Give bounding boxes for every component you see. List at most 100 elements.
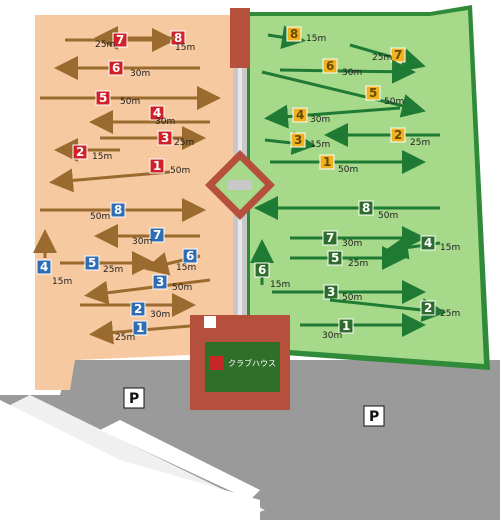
- left-hole-2-number: 7: [116, 33, 124, 47]
- left-hole-1-distance: 15m: [175, 43, 195, 53]
- road-stripe: [0, 395, 265, 520]
- right-hole-10-distance: 30m: [342, 239, 362, 249]
- parking-sign-left: [123, 387, 145, 409]
- road-stripe-2: [100, 420, 260, 500]
- left-hole-9-number: 8: [114, 203, 122, 217]
- right-hole-3-marker: [322, 58, 338, 74]
- top-gate: [230, 8, 250, 68]
- right-hole-7-marker: [390, 127, 406, 143]
- left-hole-3-number: 6: [112, 61, 120, 75]
- right-hole-14-number: 3: [327, 285, 335, 299]
- left-hole-16-number: 1: [136, 321, 144, 335]
- left-hole-4-number: 5: [99, 91, 107, 105]
- right-hole-16-number: 1: [342, 319, 350, 333]
- left-hole-9-marker: [110, 202, 126, 218]
- left-hole-14-distance: 50m: [172, 283, 192, 293]
- left-hole-9-distance: 50m: [90, 212, 110, 222]
- left-hole-5-marker: [149, 105, 165, 121]
- left-hole-7-number: 2: [76, 145, 84, 159]
- left-hole-2-distance: 25m: [95, 40, 115, 50]
- left-hole-13-distance: 15m: [52, 277, 72, 287]
- left-hole-16-distance: 25m: [115, 333, 135, 343]
- left-hole-8-arrow: [49, 168, 171, 193]
- left-hole-15-distance: 30m: [150, 310, 170, 320]
- right-hole-4-arrow: [261, 70, 426, 118]
- left-hole-2-marker: [112, 32, 128, 48]
- right-hole-10-marker: [322, 230, 338, 246]
- right-hole-16-distance: 30m: [322, 331, 342, 341]
- left-hole-8-distance: 50m: [170, 166, 190, 176]
- right-hole-15-number: 2: [424, 301, 432, 315]
- left-hole-14-arrow: [84, 278, 211, 305]
- right-hole-13-marker: [420, 235, 436, 251]
- left-hole-7-marker: [72, 144, 88, 160]
- left-hole-13-marker: [36, 259, 52, 275]
- left-hole-4-distance: 50m: [120, 97, 140, 107]
- left-hole-4-marker: [95, 90, 111, 106]
- parking-label-left: P: [129, 391, 139, 407]
- left-hole-5-distance: 30m: [155, 117, 175, 127]
- left-hole-3-marker: [108, 60, 124, 76]
- left-hole-6-number: 3: [161, 131, 169, 145]
- right-hole-13-number: 4: [424, 236, 432, 250]
- left-hole-13-number: 4: [40, 260, 48, 274]
- left-hole-14-number: 3: [156, 275, 164, 289]
- left-hole-6-marker: [157, 130, 173, 146]
- left-hole-5-number: 4: [153, 106, 161, 120]
- right-hole-9-marker: [358, 200, 374, 216]
- left-hole-3-distance: 30m: [130, 69, 150, 79]
- left-hole-16-marker: [132, 320, 148, 336]
- right-hole-10-number: 7: [326, 231, 334, 245]
- left-hole-15-number: 2: [134, 302, 142, 316]
- right-hole-3-number: 6: [326, 59, 334, 73]
- right-hole-7-distance: 25m: [410, 138, 430, 148]
- left-hole-8-marker: [149, 158, 165, 174]
- left-hole-10-marker: [149, 227, 165, 243]
- center-plaza-path: [228, 180, 252, 190]
- right-hole-15-distance: 25m: [440, 309, 460, 319]
- right-hole-14-distance: 50m: [342, 293, 362, 303]
- right-hole-6-number: 3: [294, 133, 302, 147]
- left-hole-12-marker: [84, 255, 100, 271]
- right-hole-8-distance: 50m: [338, 165, 358, 175]
- right-hole-5-arrow: [264, 104, 401, 129]
- right-hole-11-number: 6: [258, 263, 266, 277]
- left-hole-1-number: 8: [174, 31, 182, 45]
- right-hole-12-marker: [327, 250, 343, 266]
- left-hole-10-distance: 30m: [132, 237, 152, 247]
- left-hole-11-distance: 15m: [176, 263, 196, 273]
- right-hole-6-distance: 15m: [310, 140, 330, 150]
- left-hole-14-marker: [152, 274, 168, 290]
- right-hole-8-marker: [319, 154, 335, 170]
- right-hole-11-distance: 15m: [270, 280, 290, 290]
- right-hole-15-marker: [420, 300, 436, 316]
- left-hole-11-number: 6: [186, 249, 194, 263]
- left-hole-10-number: 7: [153, 228, 161, 242]
- right-hole-4-number: 5: [369, 86, 377, 100]
- right-hole-1-marker: [286, 26, 302, 42]
- right-hole-2-number: 7: [394, 48, 402, 62]
- right-hole-1-number: 8: [290, 27, 298, 41]
- right-hole-12-number: 5: [331, 251, 339, 265]
- right-hole-9-number: 8: [362, 201, 370, 215]
- left-hole-11-marker: [182, 248, 198, 264]
- right-hole-4-distance: 50m: [384, 97, 404, 107]
- right-hole-5-marker: [292, 107, 308, 123]
- left-hole-12-number: 5: [88, 256, 96, 270]
- right-hole-3-arrow: [279, 59, 416, 84]
- right-hole-6-marker: [290, 132, 306, 148]
- golf-icon: [204, 316, 216, 328]
- right-hole-7-number: 2: [394, 128, 402, 142]
- left-hole-6-distance: 25m: [174, 138, 194, 148]
- parking-label-right: P: [369, 409, 379, 425]
- right-hole-16-marker: [338, 318, 354, 334]
- clubhouse-label: クラブハウス: [228, 358, 276, 368]
- right-hole-3-distance: 30m: [342, 68, 362, 78]
- parking-sign-right: [363, 405, 385, 427]
- right-hole-5-number: 4: [296, 108, 304, 122]
- right-hole-12-distance: 25m: [348, 259, 368, 269]
- left-hole-12-distance: 25m: [103, 265, 123, 275]
- right-hole-13-distance: 15m: [440, 243, 460, 253]
